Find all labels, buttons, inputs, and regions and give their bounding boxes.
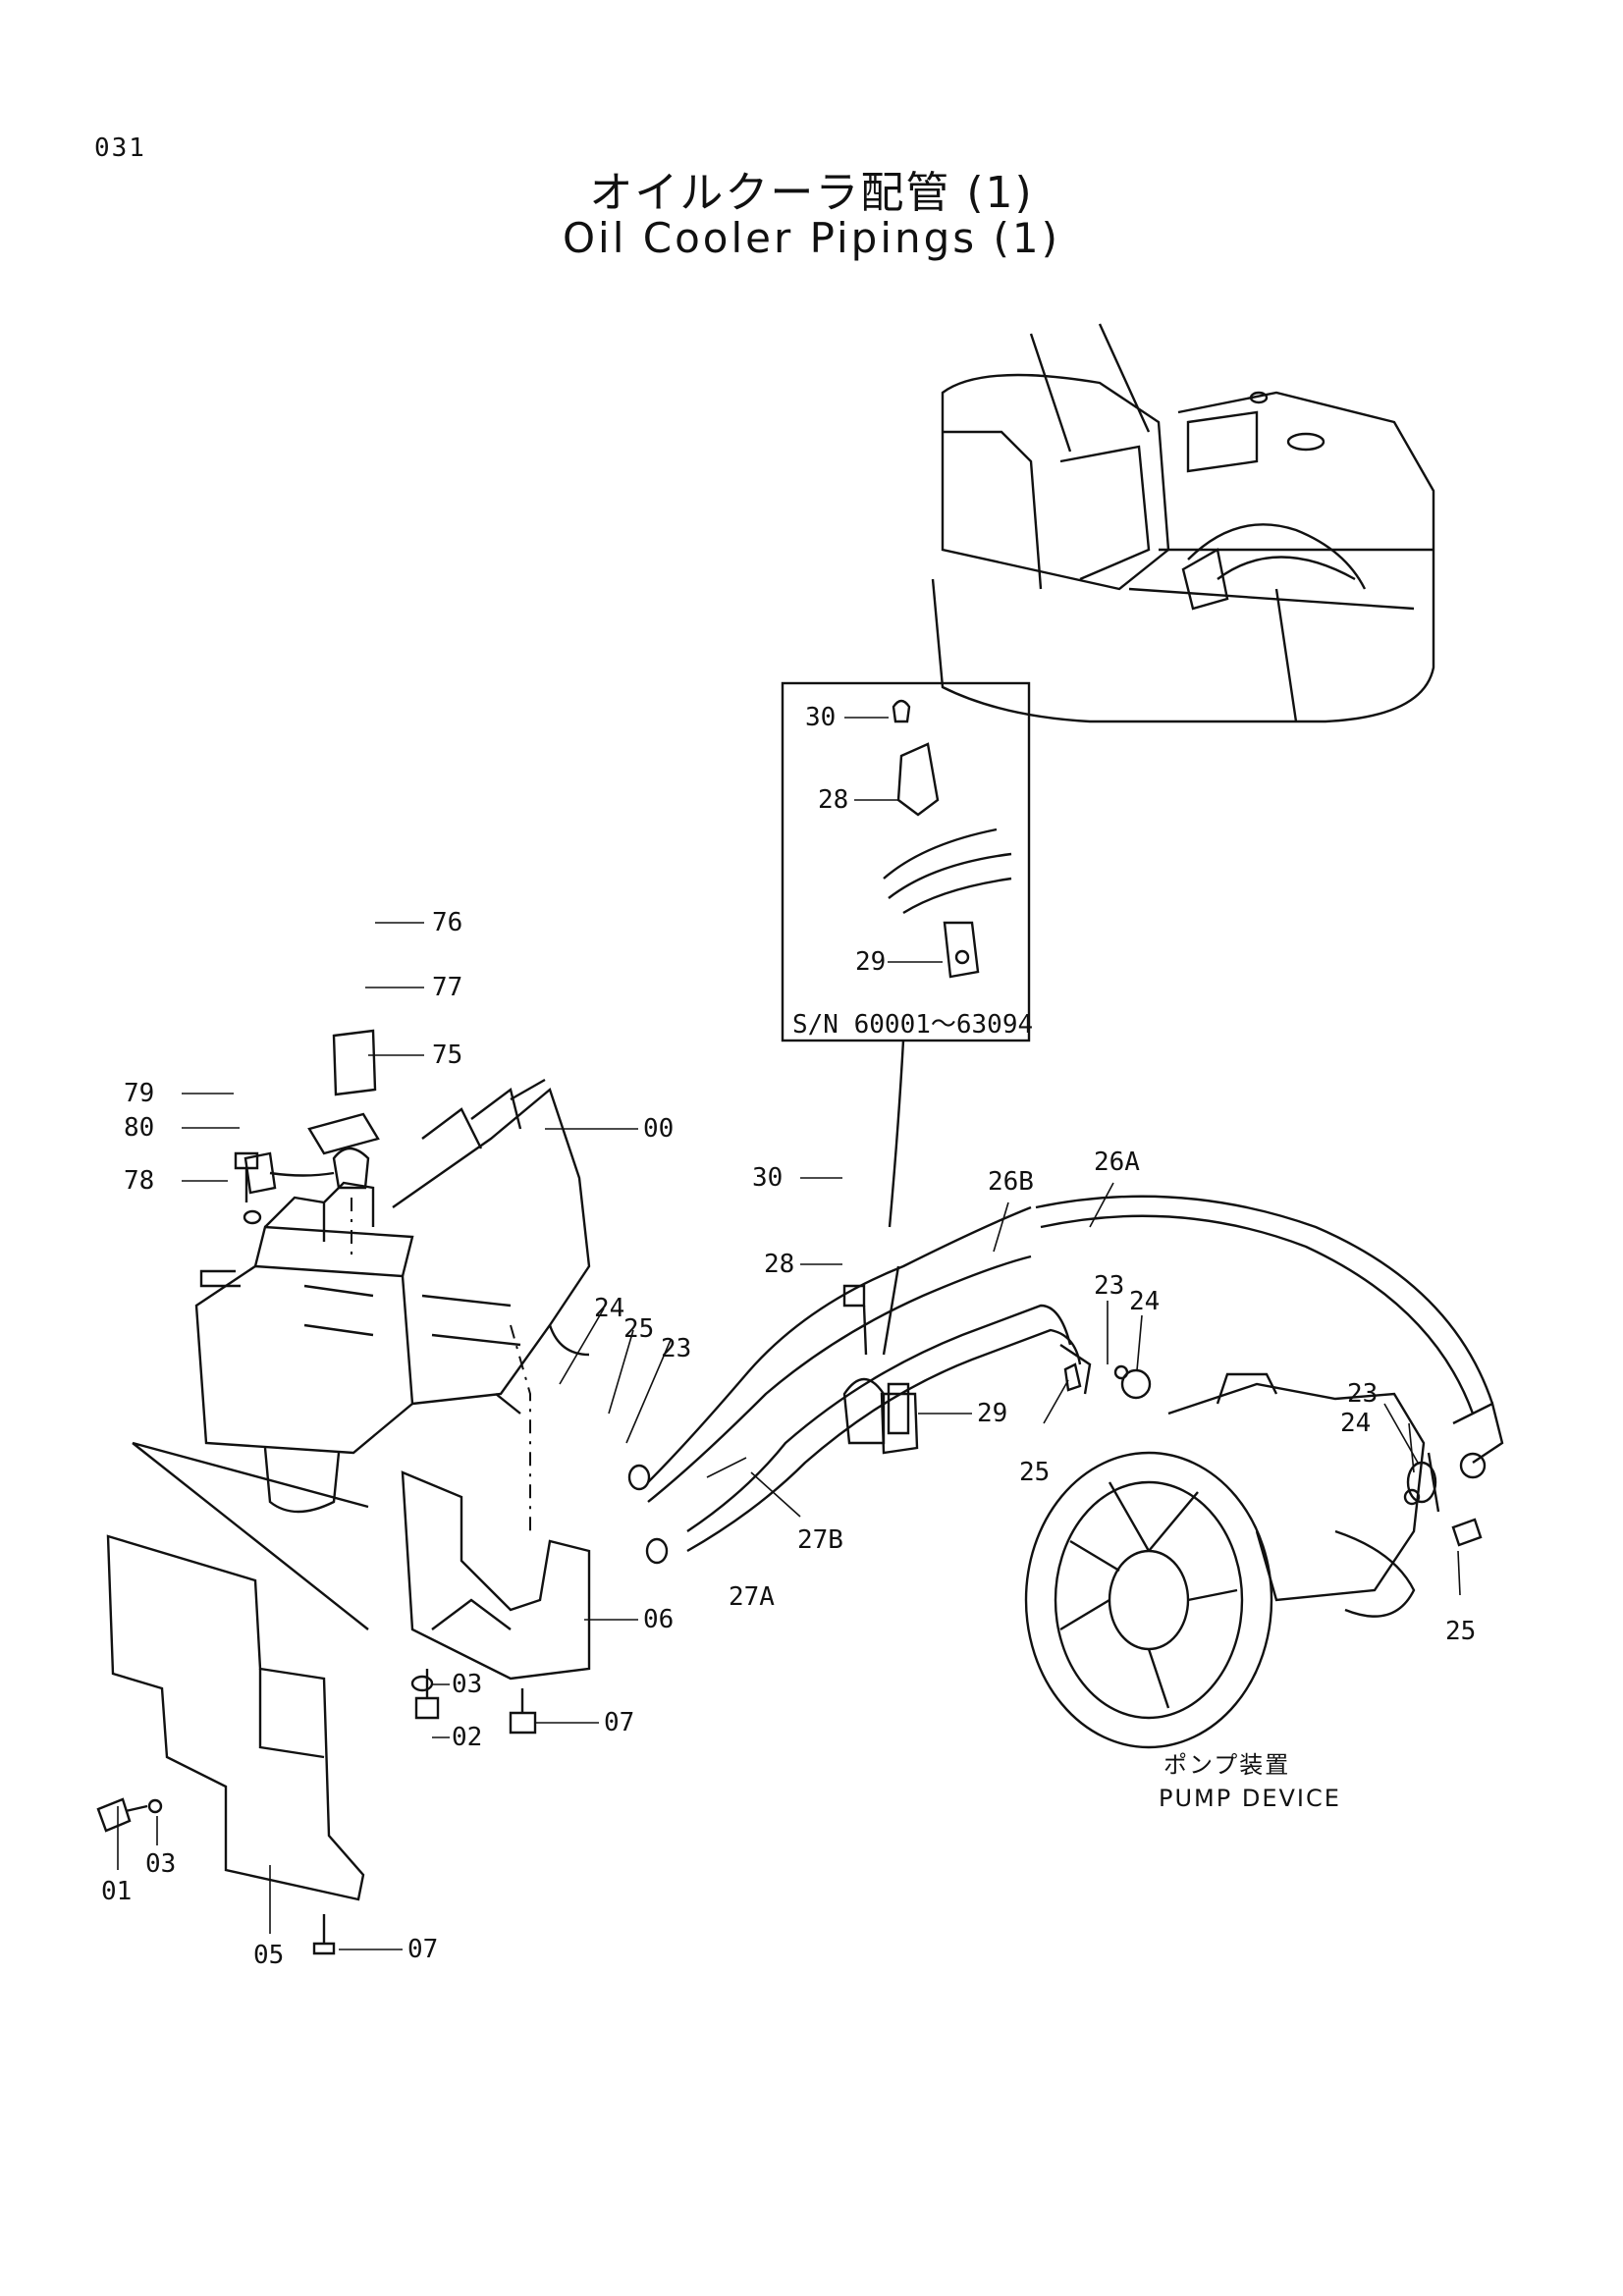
bracket-illustration xyxy=(401,1470,591,1681)
callout-01: 01 xyxy=(101,1877,132,1906)
serial-inset-box xyxy=(781,681,1031,1042)
callout-23-valve: 23 xyxy=(661,1334,691,1363)
callout-25-pump-left: 25 xyxy=(1019,1458,1050,1487)
callout-28-inset: 28 xyxy=(818,785,848,815)
excavator-overview-illustration xyxy=(931,323,1435,723)
callout-03-plate: 03 xyxy=(145,1849,176,1879)
callout-30-inset: 30 xyxy=(805,703,836,732)
callout-29-inset: 29 xyxy=(855,947,886,977)
callout-75: 75 xyxy=(432,1041,462,1070)
callout-78: 78 xyxy=(124,1166,154,1196)
callout-25-valve: 25 xyxy=(623,1314,654,1344)
pump-device-label-en: PUMP DEVICE xyxy=(1159,1785,1341,1812)
callout-25-pump-right: 25 xyxy=(1445,1617,1476,1646)
pump-device-illustration xyxy=(1024,1362,1483,1749)
callout-23-pump-right: 23 xyxy=(1347,1379,1378,1409)
callout-24-pump-left: 24 xyxy=(1129,1287,1160,1316)
callout-07-bracket: 07 xyxy=(604,1708,634,1737)
callout-24-pump-right: 24 xyxy=(1340,1409,1371,1438)
mounting-plate-illustration xyxy=(106,1534,365,1901)
callout-00: 00 xyxy=(643,1114,674,1144)
hose-illustration xyxy=(627,1195,1504,1565)
callout-80: 80 xyxy=(124,1113,154,1143)
callout-77: 77 xyxy=(432,973,462,1002)
callout-27a: 27A xyxy=(729,1582,775,1612)
pump-device-label-ja: ポンプ装置 xyxy=(1163,1751,1290,1779)
callout-27b: 27B xyxy=(797,1525,843,1555)
callout-05: 05 xyxy=(253,1941,284,1970)
page-number: 031 xyxy=(94,133,146,163)
title-english: Oil Cooler Pipings (1) xyxy=(563,214,1060,262)
callout-23-pump-left: 23 xyxy=(1094,1271,1124,1301)
callout-28: 28 xyxy=(764,1250,794,1279)
callout-30: 30 xyxy=(752,1163,783,1193)
control-valve-illustration xyxy=(194,1029,591,1514)
inset-serial-label: S/N 60001～63094 xyxy=(792,1010,1033,1040)
callout-06: 06 xyxy=(643,1605,674,1634)
callout-29: 29 xyxy=(977,1399,1007,1428)
callout-02: 02 xyxy=(452,1723,482,1752)
callout-79: 79 xyxy=(124,1079,154,1108)
callout-26b: 26B xyxy=(988,1167,1034,1197)
callout-03-bracket: 03 xyxy=(452,1670,482,1699)
leader-lines xyxy=(117,922,1461,1950)
callout-76: 76 xyxy=(432,908,462,937)
callout-24-valve: 24 xyxy=(594,1294,624,1323)
callout-26a: 26A xyxy=(1094,1148,1140,1177)
callout-07-plate: 07 xyxy=(407,1935,438,1964)
title-japanese: オイルクーラ配管 (1) xyxy=(589,168,1034,218)
